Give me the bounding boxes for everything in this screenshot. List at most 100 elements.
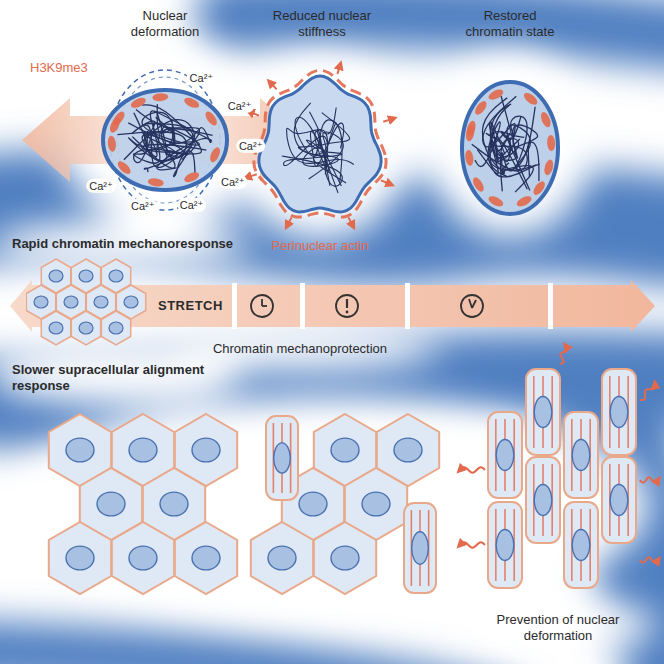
epithelial-cell [101, 259, 130, 293]
chromatin-strand [124, 120, 195, 161]
cell-nucleus [109, 322, 123, 334]
h3k9me3-mark [152, 93, 169, 102]
white-glow [0, 52, 658, 649]
h3k9me3-mark [464, 149, 474, 166]
h3k9me3-mark [147, 177, 164, 187]
epithelial-cell [101, 311, 130, 345]
epithelial-cell [71, 259, 100, 293]
clock-face [336, 295, 358, 317]
cell-nucleus [534, 397, 552, 428]
h3k9me3-mark [473, 99, 489, 117]
segment-gap [405, 283, 410, 329]
aligned-cell [488, 412, 522, 498]
h3k9me3-mark [539, 111, 553, 129]
cell-nucleus [412, 532, 429, 564]
stage-heading: Nuclear deformation [115, 8, 215, 41]
h3k9me3-mark [107, 135, 117, 152]
segment-gap [232, 283, 237, 329]
timeline-label: Chromatin mechanoprotection [180, 341, 420, 357]
cell-nucleus [572, 530, 590, 561]
aligned-cell [602, 457, 636, 543]
aligned-cell [266, 416, 298, 500]
cell-nucleus [66, 546, 94, 570]
clock-hand [262, 305, 267, 307]
cell-nucleus [109, 270, 123, 282]
aligned-cell [404, 503, 436, 593]
cell-nucleus [34, 296, 48, 308]
outward-arrow [381, 180, 390, 184]
glow [458, 601, 658, 649]
clock-hand [469, 299, 472, 308]
outward-wave-arrow [640, 384, 655, 400]
node-text: STRETCH [158, 298, 223, 313]
outward-arrow [337, 65, 340, 74]
cell-sheet [49, 414, 237, 594]
glow [428, 53, 592, 237]
cell-nucleus [160, 492, 188, 516]
outward-arrow [250, 112, 259, 116]
ion-label: Ca²⁺ [177, 198, 207, 212]
cell-nucleus [49, 270, 63, 282]
stage-heading: Restored chromatin state [454, 8, 566, 41]
mark-label: H3K9me3 [30, 60, 88, 76]
cell-nucleus [64, 296, 78, 308]
epithelial-cell [251, 522, 313, 594]
clock-hand [472, 300, 476, 308]
h3k9me3-mark [183, 96, 201, 110]
blue-ribbon [0, 13, 664, 664]
ion-label: Ca²⁺ [225, 99, 255, 113]
clock-face [251, 295, 273, 317]
h3k9me3-mark [203, 110, 219, 128]
outward-arrow [247, 174, 257, 177]
stretch-arrow: STRETCH [10, 278, 655, 334]
epithelial-cell [41, 311, 70, 345]
glow [0, 344, 240, 404]
epithelial-cell [175, 522, 237, 594]
cell-nucleus [192, 438, 220, 462]
chromatin-strand [294, 103, 343, 179]
clock-icon [251, 295, 273, 317]
h3k9me3-mark [465, 125, 476, 142]
epithelial-cell [86, 285, 115, 319]
cell-nucleus [331, 546, 359, 570]
cell-nucleus [610, 397, 628, 428]
cell-nucleus [496, 440, 514, 471]
h3k9me3-mark [471, 176, 486, 194]
node-shape [10, 278, 655, 334]
perinuclear-actin [254, 70, 386, 217]
h3k9me3-mark [129, 96, 147, 110]
cell-sheet [460, 346, 658, 588]
cell-nucleus [534, 485, 552, 516]
alert-dot [346, 311, 349, 314]
glow [232, 56, 408, 240]
aligned-cell [526, 369, 560, 455]
outward-wave-arrow [460, 467, 485, 472]
process-label: Slower supracellular alignment response [12, 362, 232, 395]
ion-label: Ca²⁺ [218, 175, 248, 189]
cell-nucleus [496, 530, 514, 561]
nucleus [103, 90, 227, 190]
h3k9me3-mark [208, 146, 222, 164]
epithelial-cell [71, 311, 100, 345]
segment-gap [300, 283, 305, 329]
aligned-cell [564, 502, 598, 588]
epithelial-cell [56, 285, 85, 319]
cell-nucleus [268, 546, 296, 570]
chromatin-strand [491, 122, 510, 161]
cell-nucleus [49, 322, 63, 334]
clock-face [461, 295, 483, 317]
epithelial-cell [314, 522, 376, 594]
cell-nucleus [610, 485, 628, 516]
cell-nucleus [66, 438, 94, 462]
outward-wave-arrow [560, 346, 568, 364]
clock-hand [261, 299, 263, 306]
outward-arrow [348, 217, 352, 225]
h3k9me3-mark [108, 116, 122, 134]
cell-nucleus [572, 440, 590, 471]
cell-nucleus [94, 296, 108, 308]
epithelial-cell [41, 259, 70, 293]
aligned-cell [602, 369, 636, 455]
h3k9me3-mark [487, 88, 505, 102]
